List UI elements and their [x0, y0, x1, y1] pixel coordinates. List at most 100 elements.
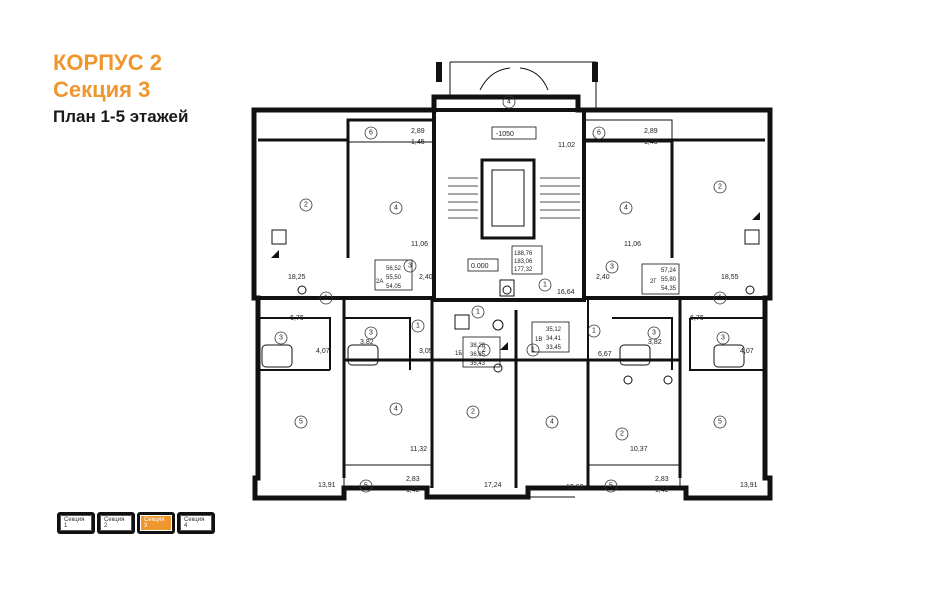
room-number: 4 [550, 419, 554, 426]
stairs-left [448, 177, 478, 219]
room-area: 13,91 [740, 482, 758, 489]
apartment-area: 56,52 [386, 266, 402, 272]
title-block: КОРПУС 2 Секция 3 План 1-5 этажей [53, 50, 188, 130]
apartment-area: 36,85 [470, 352, 486, 358]
room-number: 6 [597, 130, 601, 137]
room-number: 5 [609, 483, 613, 490]
bathtub [261, 344, 293, 368]
apartment-area: 35,43 [470, 361, 486, 367]
entrance-wall-left [436, 62, 442, 82]
room-markers [274, 95, 730, 493]
balcony [343, 464, 433, 488]
room-area: 11,06 [624, 241, 641, 248]
elevation-box [491, 126, 537, 140]
entrance-wall-right [592, 62, 598, 82]
room-area: 13,91 [318, 482, 336, 489]
room-number: 4 [394, 205, 398, 212]
accessibility-icon-wheel [502, 285, 512, 295]
elevation-label: -1050 [496, 131, 514, 138]
interior-wall [258, 118, 434, 258]
room-area: 3,05 [419, 348, 433, 355]
apartment-area: 57,24 [661, 268, 677, 274]
room-number: 3 [408, 263, 412, 270]
section-tab-2[interactable]: Секция 2 [97, 512, 135, 534]
apartment-area-box [531, 321, 570, 353]
room-area: 2,89 [411, 128, 425, 135]
room-number: 4 [624, 205, 628, 212]
accessibility-icon [499, 279, 515, 297]
interior-wall [584, 138, 765, 258]
apartment-area-box [374, 259, 413, 291]
room-area: 12,63 [566, 484, 584, 491]
electrical-panel-icon [752, 212, 760, 220]
bathtub [619, 344, 651, 366]
room-number: 1 [592, 328, 596, 335]
apartment-area: 55,50 [386, 275, 402, 281]
room-area: 2,89 [644, 128, 658, 135]
room-area: 3,82 [360, 339, 374, 346]
core-area: 183,06 [514, 259, 533, 265]
apartment-area-box [462, 336, 501, 368]
room-number: 2 [482, 347, 486, 354]
interior-wall [612, 317, 673, 370]
interior-wall [344, 317, 411, 370]
room-area: 11,06 [411, 241, 428, 248]
section-tab-1[interactable]: Секция 1 [57, 512, 95, 534]
room-area: 17,24 [484, 482, 502, 489]
apartment-area: 55,80 [661, 277, 677, 283]
room-area: 1,42 [406, 487, 420, 494]
apartment-id: 1Б [455, 351, 462, 357]
room-area: 4,07 [740, 348, 754, 355]
apartment-area: 33,45 [546, 345, 562, 351]
section-tab-label: Секция 2 [100, 515, 132, 531]
bathtub [347, 344, 379, 366]
room-area: 6,76 [690, 315, 704, 322]
room-number: 1 [416, 323, 420, 330]
room-area-labels: 2,89 1,45 11,06 18,25 2,40 6,76 4,07 3,8… [288, 128, 758, 494]
building-title: КОРПУС 2 [53, 50, 162, 75]
room-number: 3 [652, 330, 656, 337]
entrance-canopy [449, 61, 597, 110]
electrical-panel-icon [500, 342, 508, 350]
section-tab-3[interactable]: Секция 3 [137, 512, 175, 534]
windows [270, 109, 750, 499]
core-walls [432, 108, 586, 302]
bathtub [713, 344, 745, 368]
room-area: 3,82 [648, 339, 662, 346]
apartment-area: 38,26 [470, 343, 486, 349]
washer [297, 285, 307, 295]
elevation-label: 0.000 [471, 263, 489, 270]
washer [745, 285, 755, 295]
room-area: 18,25 [288, 274, 306, 281]
section-title: Секция 3 [53, 77, 151, 102]
stove [744, 229, 760, 245]
apartment-area: 34,41 [546, 336, 562, 342]
room-area: 16,64 [557, 289, 575, 296]
section-tab-label: Секция 1 [60, 515, 92, 531]
room-area: 6,67 [598, 351, 612, 358]
interior-wall [588, 298, 682, 478]
washer [493, 363, 503, 373]
sink [454, 314, 470, 330]
room-area: 1,42 [655, 487, 669, 494]
room-number: 2 [620, 431, 624, 438]
balcony [583, 119, 673, 143]
room-number: 1 [718, 295, 722, 302]
room-area: 1,45 [411, 139, 425, 146]
room-number: 5 [718, 419, 722, 426]
washer [663, 375, 673, 385]
room-number: 1 [543, 282, 547, 289]
apartment-area: 35,12 [546, 327, 562, 333]
room-number: 3 [279, 335, 283, 342]
elevator-shaft [480, 158, 536, 240]
section-tab-4[interactable]: Секция 4 [177, 512, 215, 534]
room-number: 4 [394, 406, 398, 413]
apartment-id: 2A [376, 279, 383, 285]
entrance-door [479, 67, 549, 91]
room-area: 1,45 [644, 139, 658, 146]
stove [271, 229, 287, 245]
section-tab-label: Секция 3 [140, 515, 172, 531]
apartment-id: 1В [535, 337, 542, 343]
room-number: 6 [369, 130, 373, 137]
